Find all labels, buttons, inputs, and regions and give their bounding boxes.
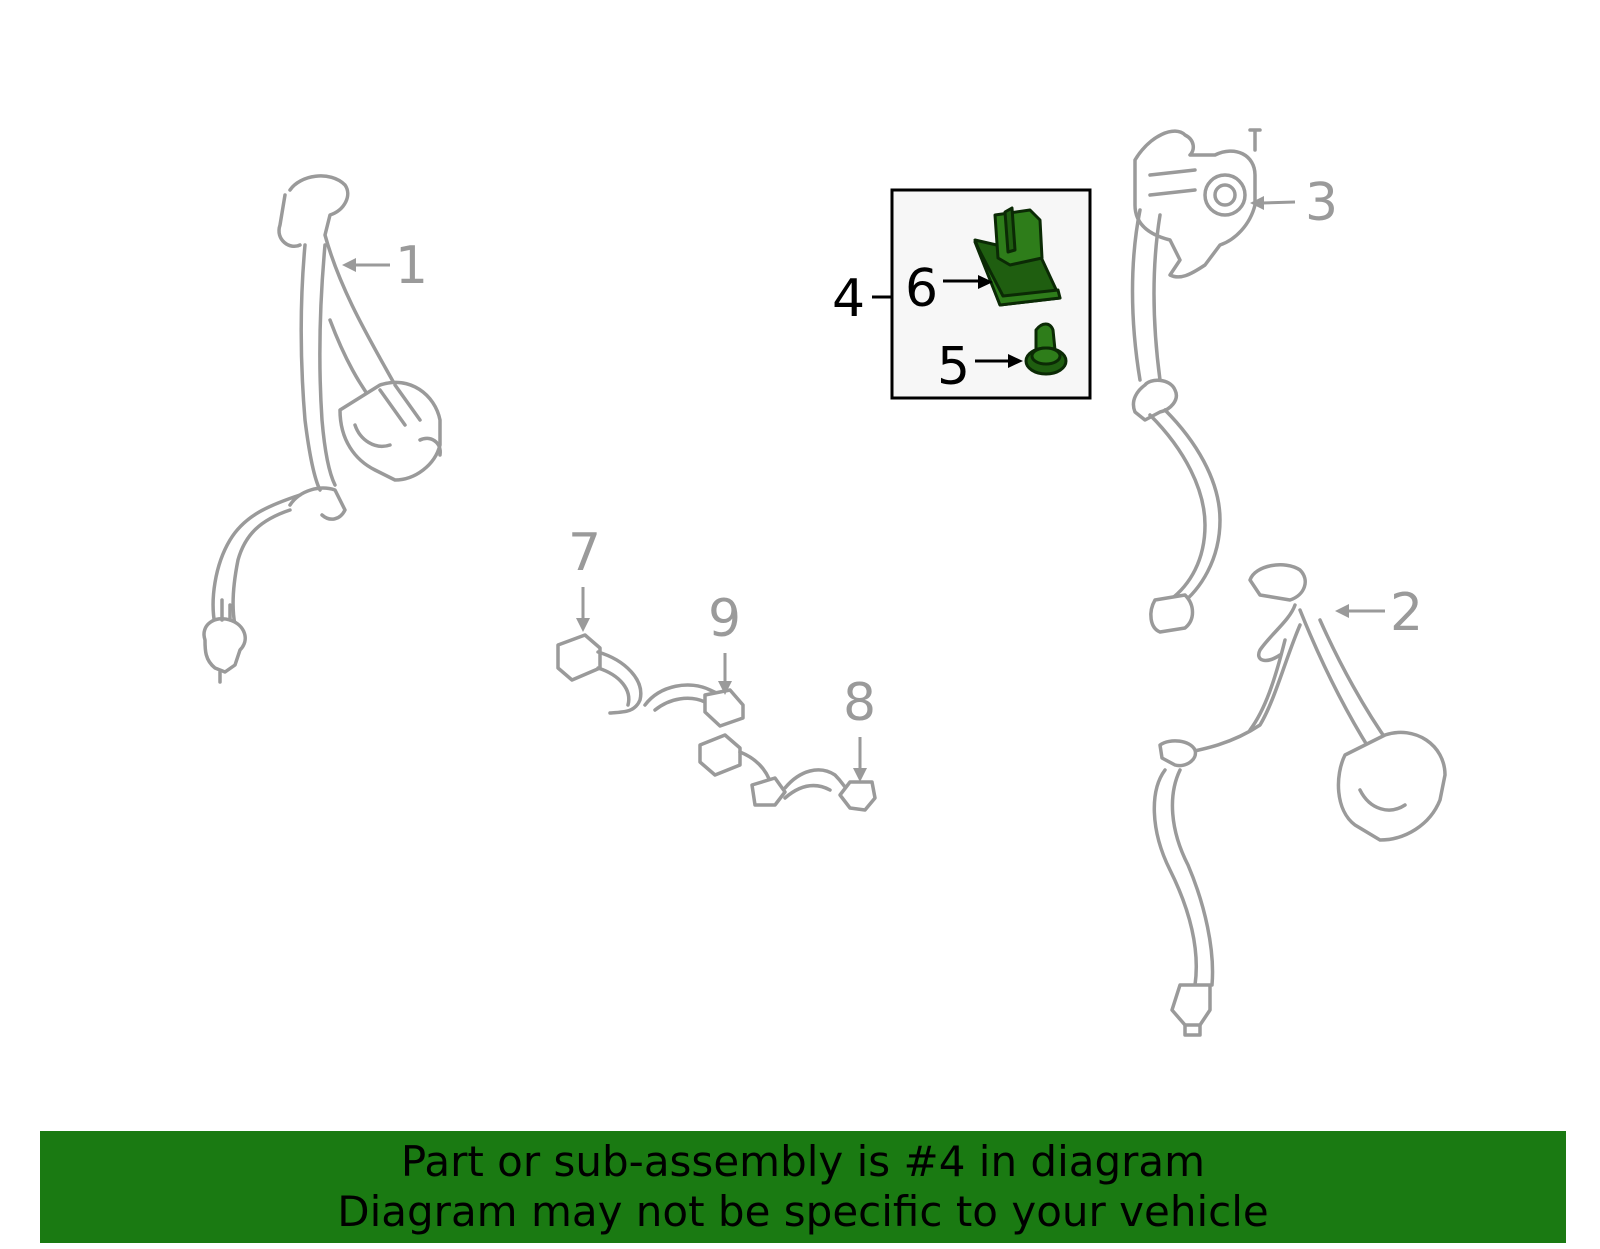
part-3-seat-belt-right-upper[interactable] <box>1130 128 1262 634</box>
leader-2 <box>1335 604 1385 618</box>
part-9-belt-end[interactable] <box>643 683 745 728</box>
callout-6[interactable]: 6 <box>905 259 938 319</box>
leader-7 <box>576 587 590 632</box>
callout-3[interactable]: 3 <box>1305 173 1338 233</box>
part-2-seat-belt-right-lower[interactable] <box>1152 563 1447 1037</box>
callout-8[interactable]: 8 <box>843 673 876 733</box>
banner-line-disclaimer: Diagram may not be specific to your vehi… <box>337 1187 1269 1236</box>
callout-1[interactable]: 1 <box>395 236 428 296</box>
leader-3 <box>1250 196 1296 210</box>
banner-line-part-info: Part or sub-assembly is #4 in diagram <box>400 1137 1206 1186</box>
part-5-bolt[interactable] <box>1024 322 1068 376</box>
callout-9[interactable]: 9 <box>708 589 741 649</box>
part-6-anchor-bracket[interactable] <box>973 206 1062 307</box>
callout-4[interactable]: 4 <box>832 269 865 329</box>
leader-6 <box>943 275 993 289</box>
leader-8 <box>853 737 867 782</box>
part-7-belt-end[interactable] <box>556 633 643 715</box>
leader-5 <box>975 354 1023 368</box>
callout-5[interactable]: 5 <box>937 337 970 397</box>
callout-7[interactable]: 7 <box>568 523 601 583</box>
part-8-belt-end[interactable] <box>698 733 877 812</box>
leader-9 <box>718 653 732 695</box>
info-banner: Part or sub-assembly is #4 in diagram Di… <box>40 1131 1566 1243</box>
leader-1 <box>342 258 390 272</box>
callout-2[interactable]: 2 <box>1390 583 1423 643</box>
part-1-seat-belt-left[interactable] <box>202 174 442 684</box>
